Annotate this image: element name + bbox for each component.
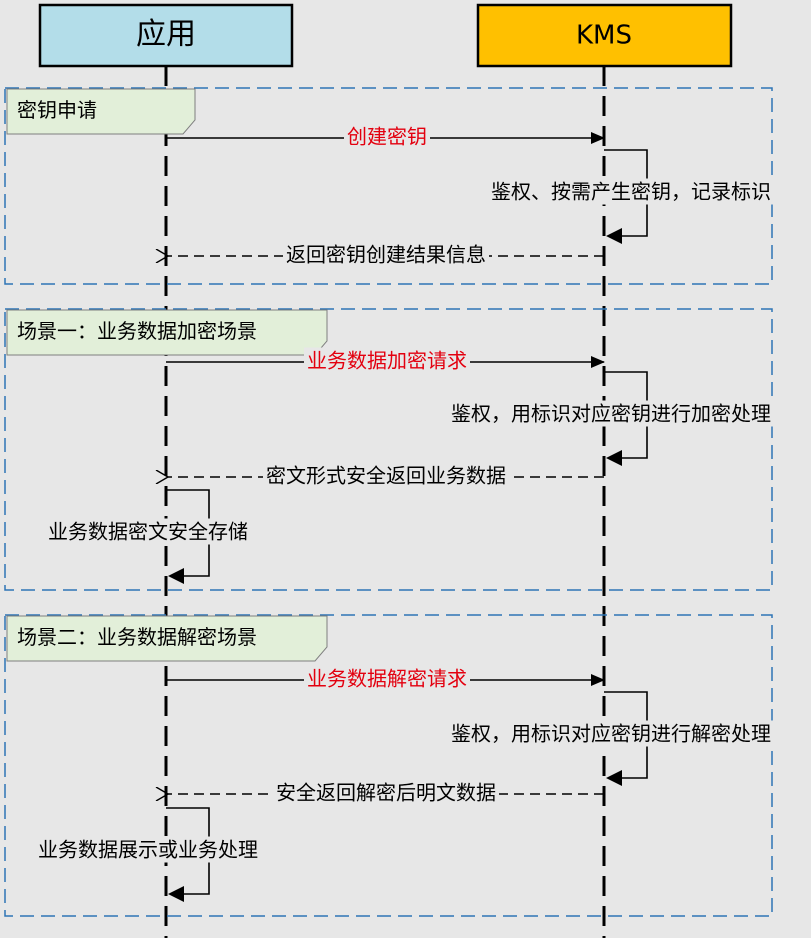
- frame-3-step-4-self-label: 业务数据展示或业务处理: [38, 838, 258, 862]
- frame-2-step-1-request-label-group: 业务数据加密请求: [304, 347, 470, 374]
- frame-2-step-3-return-label: 密文形式安全返回业务数据: [266, 464, 506, 488]
- frame-3-step-4-self-label-group: 业务数据展示或业务处理: [35, 836, 261, 863]
- frame-2-step-2-self-label-mask: [448, 400, 774, 427]
- frame-3-step-2-self-arrowhead: [606, 770, 622, 786]
- frame-2-title: 场景一：业务数据加密场景: [17, 319, 257, 343]
- frame-1-step-1-request-label-group: 创建密钥: [344, 123, 430, 150]
- frame-1-title: 密钥申请: [17, 98, 97, 122]
- frame-1-step-3-return-label-group: 返回密钥创建结果信息: [283, 241, 489, 268]
- frame-3-step-2-self-label: 鉴权，用标识对应密钥进行解密处理: [451, 722, 771, 746]
- frame-2-step-4-self-label: 业务数据密文安全存储: [48, 520, 248, 544]
- participant-kms-label: KMS: [576, 21, 632, 51]
- frame-3-step-3-return-label: 安全返回解密后明文数据: [276, 781, 496, 805]
- frame-1-step-3-return-label: 返回密钥创建结果信息: [286, 243, 486, 267]
- frame-3-step-1-request-label-group: 业务数据解密请求: [304, 665, 470, 692]
- participant-app-box: [38, 3, 294, 68]
- frame-1-step-2-self-arrowhead: [606, 228, 622, 244]
- frame-2-step-2-self-label-group: 鉴权，用标识对应密钥进行加密处理: [448, 400, 774, 427]
- frame-3-step-2-self-label-mask: [448, 720, 774, 747]
- participant-app-label: 应用: [136, 17, 196, 52]
- frame-3-step-3-return-label-group: 安全返回解密后明文数据: [273, 779, 499, 806]
- frame-3-step-4-self-label-mask: [35, 836, 261, 863]
- frame-3-step-3-return-label-mask: [273, 779, 499, 806]
- frame-1-step-1-request-label-mask: [344, 123, 430, 150]
- frame-3-border: [4, 614, 773, 917]
- frame-3-step-1-request-label: 业务数据解密请求: [307, 667, 467, 691]
- frame-3-title-tab: [6, 615, 328, 662]
- frame-3-step-4-self-arrowhead: [168, 886, 184, 902]
- frame-1-step-2-self-label: 鉴权、按需产生密钥，记录标识: [491, 180, 771, 204]
- frame-2-border: [4, 308, 773, 591]
- frame-2-step-3-return-label-group: 密文形式安全返回业务数据: [263, 462, 509, 489]
- frame-2-step-1-request-label-mask: [304, 347, 470, 374]
- frame-3-step-2-self-label-group: 鉴权，用标识对应密钥进行解密处理: [448, 720, 774, 747]
- frame-2-step-3-return-label-mask: [263, 462, 509, 489]
- frame-1-title-tab: [6, 88, 196, 135]
- frame-2-step-2-self-arrowhead: [606, 450, 622, 466]
- frame-1-step-3-return-label-mask: [283, 241, 489, 268]
- frame-1-step-1-request-label: 创建密钥: [347, 125, 427, 149]
- frame-2-step-1-request-label: 业务数据加密请求: [307, 349, 467, 373]
- frame-3-title: 场景二：业务数据解密场景: [17, 625, 257, 649]
- frame-2-step-4-self-label-group: 业务数据密文安全存储: [45, 518, 251, 545]
- frame-1-step-2-self-label-mask: [488, 178, 774, 205]
- frame-2-step-4-self-arrowhead: [168, 568, 184, 584]
- frame-2-step-2-self-label: 鉴权，用标识对应密钥进行加密处理: [451, 402, 771, 426]
- participant-kms-box: [476, 3, 733, 68]
- frame-2-step-4-self-label-mask: [45, 518, 251, 545]
- frame-1-step-2-self-label-group: 鉴权、按需产生密钥，记录标识: [488, 178, 774, 205]
- frame-3-step-1-request-label-mask: [304, 665, 470, 692]
